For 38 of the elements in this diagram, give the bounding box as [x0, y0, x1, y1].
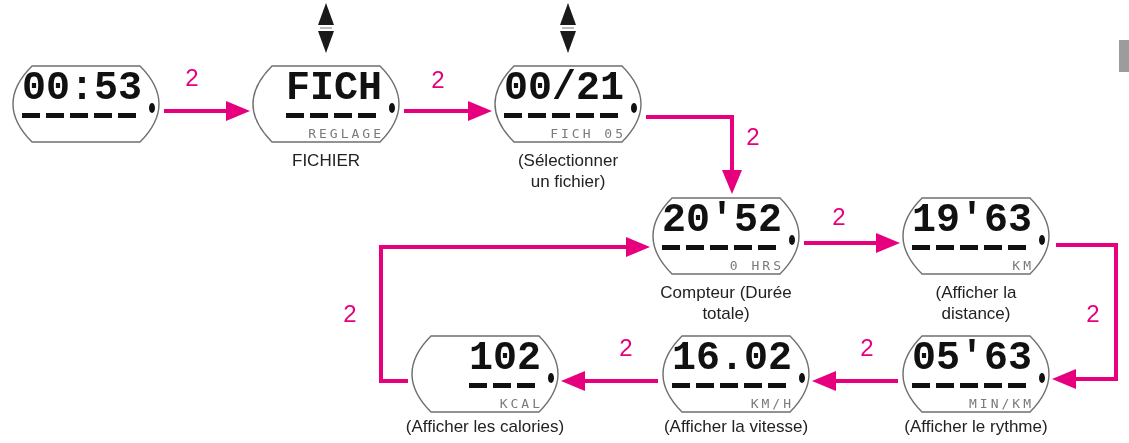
- display-label: REGLAGE: [308, 127, 384, 141]
- lcd-display: [252, 64, 400, 144]
- display-reading: FICH: [286, 70, 382, 118]
- lcd-display: [652, 196, 800, 276]
- lcd-display: [494, 64, 642, 144]
- connector-arrow: [561, 371, 658, 391]
- node-label: (Afficher la distance): [934, 282, 1018, 324]
- display-label: MIN/KM: [969, 397, 1034, 411]
- node-label: (Afficher les calories): [405, 416, 565, 437]
- connector-arrow: [646, 115, 742, 194]
- display-label: KM/H: [750, 397, 794, 411]
- connector-arrow: [1052, 243, 1118, 389]
- display-label: 0 HRS: [729, 259, 784, 273]
- display-reading: 19'63: [911, 202, 1032, 250]
- lcd-display: [902, 196, 1050, 276]
- display-label: FICH 05: [550, 127, 626, 141]
- display-reading: 16.02: [671, 340, 792, 388]
- display-reading: 00/21: [503, 70, 624, 118]
- lcd-display: [902, 334, 1050, 414]
- lcd-display: [411, 334, 559, 414]
- display-reading: 20'52: [661, 202, 782, 250]
- lcd-display: [662, 334, 810, 414]
- connector-arrow: [804, 233, 900, 253]
- node-label: (Afficher la vitesse): [663, 416, 809, 437]
- connector-arrow: [164, 101, 250, 121]
- connector-arrow: [404, 101, 492, 121]
- display-reading: 00:53: [21, 70, 142, 118]
- display-reading: 102: [469, 340, 541, 388]
- node-label: Compteur (Durée totale): [659, 282, 793, 324]
- node-label: FICHIER: [292, 150, 360, 171]
- connector-arrow: [379, 237, 650, 383]
- display-label: KM: [1012, 259, 1034, 273]
- display-reading: 05'63: [911, 340, 1032, 388]
- lcd-display: [12, 64, 160, 144]
- connector-arrow: [812, 371, 898, 391]
- node-label: (Sélectionner un fichier): [516, 150, 620, 192]
- node-label: (Afficher le rythme): [904, 416, 1048, 437]
- display-label: KCAL: [499, 397, 543, 411]
